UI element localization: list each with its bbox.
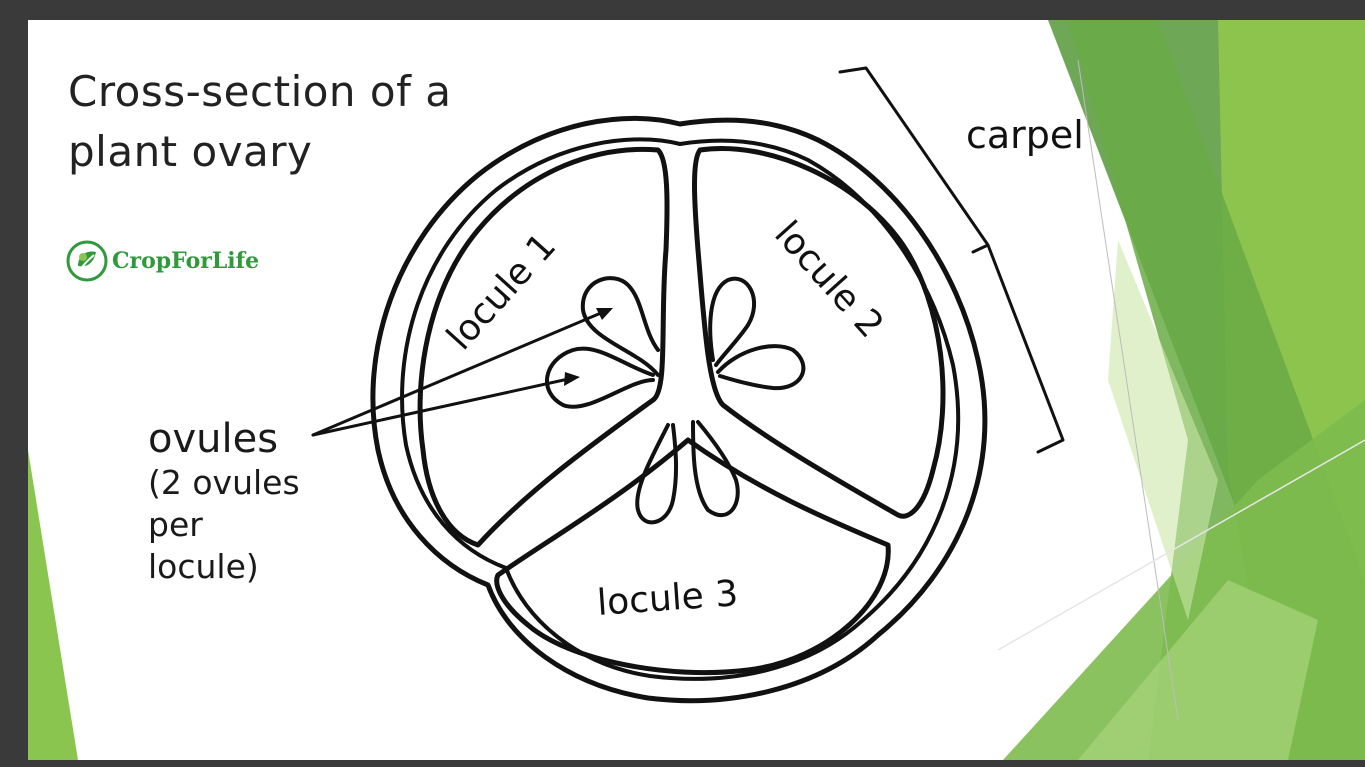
arrow-head: [564, 372, 580, 386]
ovule: [691, 420, 740, 518]
green-shape-pale: [1108, 240, 1218, 620]
ovary-diagram: locule 1 locule 2 locule 3 carpel: [311, 66, 1084, 704]
ovules-label: ovules: [148, 416, 279, 462]
ovary-outer-wall: [370, 115, 988, 704]
title-line-2: plant ovary: [68, 127, 313, 176]
page-title: Cross-section of a plant ovary: [68, 62, 451, 182]
ovules-note: (2 ovules per locule): [148, 463, 300, 586]
carpel-bracket: [838, 66, 1065, 454]
locule-2-outline: [692, 146, 946, 519]
locule-1-outline: [417, 146, 670, 548]
locule-2-label: locule 2: [766, 214, 891, 346]
ovary-inner-wall: [400, 137, 961, 681]
faint-line: [1077, 59, 1179, 721]
ovules-pointer-line: [311, 308, 610, 437]
leaf-logo-icon: [66, 240, 108, 282]
arrow-head: [596, 308, 613, 320]
ovule: [545, 346, 655, 409]
ovules-label-block: ovules (2 ovules per locule): [148, 416, 300, 588]
title-line-1: Cross-section of a: [68, 67, 452, 116]
brand-logo: CropForLife: [66, 240, 259, 282]
ovule: [580, 276, 660, 377]
locule-3-label: locule 3: [596, 573, 740, 624]
locule-1-label: locule 1: [439, 226, 564, 358]
ovule: [708, 276, 757, 367]
background-decoration: [28, 20, 1365, 760]
logo-text: CropForLife: [112, 248, 260, 274]
green-strip-left: [28, 450, 78, 760]
faint-line: [997, 439, 1365, 651]
ovule: [716, 344, 806, 391]
carpel-label: carpel: [966, 113, 1084, 157]
slide: Cross-section of a plant ovary CropForLi…: [28, 20, 1365, 760]
ovule: [635, 423, 679, 525]
green-shape-bottom-light: [1078, 580, 1318, 760]
ovules-pointer-line: [311, 376, 575, 437]
